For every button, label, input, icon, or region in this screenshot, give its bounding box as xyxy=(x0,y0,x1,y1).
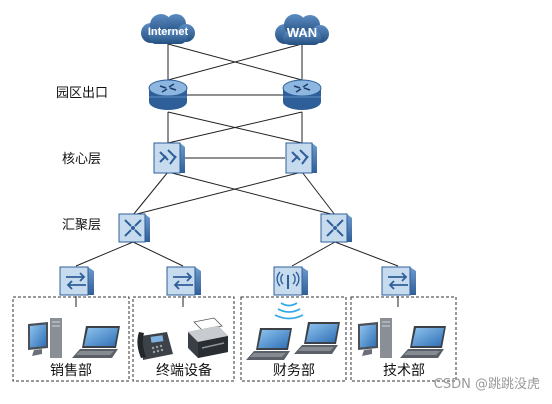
laptop-icon xyxy=(72,326,120,358)
wireless-ap-finance xyxy=(273,266,308,320)
core-switch-icon xyxy=(153,142,185,174)
link-router-right-core-left xyxy=(167,111,303,144)
laptop-icon xyxy=(246,328,292,360)
desktop-pc-sales xyxy=(28,318,62,358)
department-label-terminals: 终端设备 xyxy=(156,362,212,379)
department-boxes xyxy=(12,296,457,382)
router-icon xyxy=(148,79,188,110)
department-label-sales: 销售部 xyxy=(50,363,92,379)
link-core-right-agg-right xyxy=(301,171,336,216)
access-switch-terminals xyxy=(166,266,201,296)
laptop-finance-2 xyxy=(294,322,340,354)
cloud-wan: WAN xyxy=(275,14,329,45)
printer-terminals xyxy=(188,317,228,358)
wireless-ap-icon xyxy=(273,266,308,296)
link-core-left-agg-right xyxy=(167,171,336,216)
laptop-sales xyxy=(72,326,120,358)
access-switch-sales xyxy=(59,266,94,296)
router-icon xyxy=(282,79,322,110)
access-switch-icon xyxy=(381,266,416,296)
layer-label-aggregation: 汇聚层 xyxy=(62,218,101,233)
aggregation-switch-icon xyxy=(118,213,150,243)
watermark: CSDN @跳跳没虎 xyxy=(434,377,540,392)
link-agg-right-access-4 xyxy=(334,241,399,267)
link-core-right-agg-left xyxy=(132,171,303,216)
department-box-terminals xyxy=(132,296,235,382)
aggregation-switch-icon xyxy=(320,213,352,243)
link-agg-left-access-1 xyxy=(75,241,134,267)
department-label-finance: 财务部 xyxy=(273,363,315,379)
aggregation-switch-left xyxy=(118,213,150,243)
desktop-pc-icon xyxy=(28,318,62,358)
laptop-icon xyxy=(400,326,446,358)
connection-lines xyxy=(75,43,399,307)
ip-phone-icon xyxy=(137,332,173,360)
layer-label-egress: 园区出口 xyxy=(56,86,108,101)
laptop-tech xyxy=(400,326,446,358)
cloud-icon xyxy=(141,14,195,44)
access-switch-tech xyxy=(381,266,416,296)
router-left xyxy=(148,79,188,110)
cloud-label-wan: WAN xyxy=(287,25,317,40)
link-agg-right-ap xyxy=(291,241,336,267)
layer-label-core: 核心层 xyxy=(62,152,101,167)
aggregation-switch-right xyxy=(320,213,352,243)
department-box-sales xyxy=(12,296,130,382)
router-right xyxy=(282,79,322,110)
link-core-left-agg-left xyxy=(132,171,169,216)
laptop-finance-1 xyxy=(246,328,292,360)
laptop-icon xyxy=(294,322,340,354)
link-wan-router-left xyxy=(167,43,303,81)
wifi-signal-icon xyxy=(274,302,304,320)
department-box-tech xyxy=(350,296,457,382)
access-switch-icon xyxy=(166,266,201,296)
department-box-finance xyxy=(240,296,347,382)
access-switch-icon xyxy=(59,266,94,296)
link-agg-left-access-2 xyxy=(132,241,184,267)
core-switch-icon xyxy=(285,142,317,174)
desktop-pc-tech xyxy=(358,318,392,358)
cloud-internet: Internet xyxy=(141,14,195,44)
core-switch-left xyxy=(153,142,185,174)
ip-phone-terminals xyxy=(137,332,173,360)
cloud-icon xyxy=(275,14,329,45)
core-switch-right xyxy=(285,142,317,174)
cloud-label-internet: Internet xyxy=(148,26,189,38)
desktop-pc-icon xyxy=(358,318,392,358)
printer-icon xyxy=(188,317,228,358)
department-label-tech: 技术部 xyxy=(383,363,425,379)
